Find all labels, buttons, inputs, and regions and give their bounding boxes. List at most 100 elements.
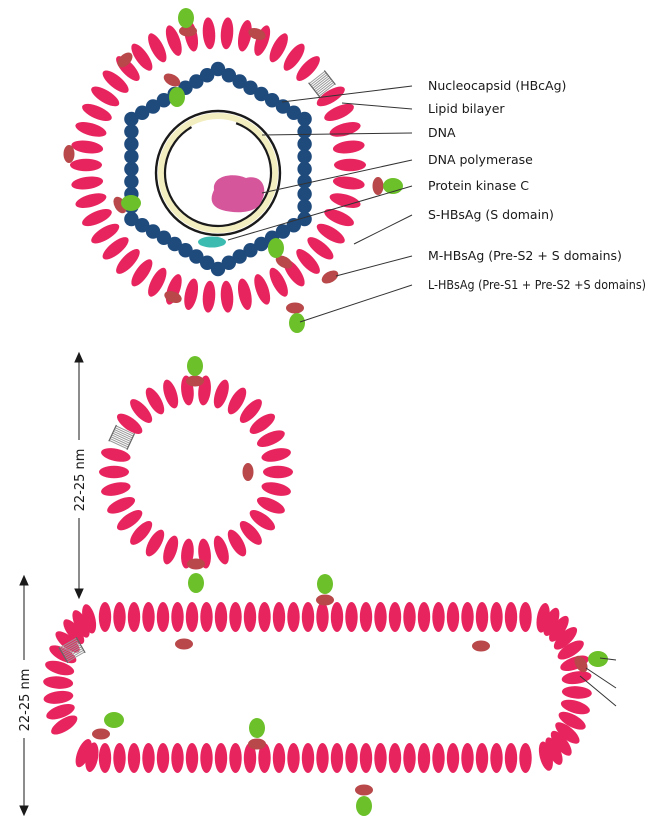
leader-nucleocapsid xyxy=(282,86,412,102)
envelope-protein xyxy=(229,602,241,632)
envelope-protein xyxy=(561,669,592,685)
pre-s1-green xyxy=(169,87,185,107)
envelope-protein xyxy=(200,602,212,632)
envelope-protein xyxy=(490,743,502,773)
envelope-protein xyxy=(418,743,430,773)
envelope-protein xyxy=(328,119,362,140)
envelope-protein xyxy=(447,743,459,773)
label-lipid-bilayer: Lipid bilayer xyxy=(428,101,505,116)
envelope-protein xyxy=(461,743,473,773)
pre-s1-green xyxy=(249,718,265,738)
spherical-particle xyxy=(99,356,293,593)
envelope-protein xyxy=(171,602,183,632)
pre-s1-green xyxy=(289,313,305,333)
lipid-strand xyxy=(110,439,128,447)
virion-dane-particle xyxy=(64,8,404,333)
envelope-protein xyxy=(519,602,531,632)
dna-ring-fill xyxy=(161,116,275,230)
s-hbsag-oval xyxy=(187,559,205,570)
pre-s1-green xyxy=(268,238,284,258)
envelope-protein xyxy=(99,602,111,632)
envelope-protein xyxy=(490,602,502,632)
envelope-protein xyxy=(316,743,328,773)
envelope-protein xyxy=(461,602,473,632)
envelope-protein xyxy=(334,159,366,171)
capsid-subunit xyxy=(297,199,311,213)
label-m-hbsag: M-HBsAg (Pre-S2 + S domains) xyxy=(428,248,622,263)
envelope-protein xyxy=(100,480,132,498)
label-protein-kinase: Protein kinase C xyxy=(428,178,529,193)
envelope-protein xyxy=(345,602,357,632)
envelope-protein xyxy=(128,743,140,773)
envelope-protein xyxy=(43,689,74,705)
envelope-protein xyxy=(331,743,343,773)
lipid-strand xyxy=(113,433,131,441)
envelope-protein xyxy=(200,743,212,773)
envelope-protein xyxy=(302,743,314,773)
envelope-protein xyxy=(171,743,183,773)
lipid-strand xyxy=(310,73,326,85)
envelope-protein xyxy=(316,602,328,632)
envelope-protein xyxy=(403,743,415,773)
s-hbsag-oval xyxy=(373,177,384,195)
filament-dim-arrow-down xyxy=(20,806,28,815)
dna-polymerase-blob xyxy=(212,175,265,212)
envelope-protein xyxy=(142,602,154,632)
envelope-protein xyxy=(331,602,343,632)
envelope-protein xyxy=(389,743,401,773)
capsid-subunit xyxy=(124,162,138,176)
pre-s1-green xyxy=(187,356,203,376)
s-hbsag-oval xyxy=(355,785,373,796)
envelope-protein xyxy=(263,466,293,478)
lipid-strand xyxy=(109,440,127,448)
envelope-protein xyxy=(258,602,270,632)
s-hbsag-oval xyxy=(286,303,304,314)
envelope-protein xyxy=(74,119,108,140)
s-hbsag-oval xyxy=(175,639,193,650)
s-hbsag-oval xyxy=(243,463,254,481)
s-hbsag-oval xyxy=(319,268,340,287)
envelope-protein xyxy=(519,743,531,773)
capsid-subunit xyxy=(124,149,138,163)
envelope-protein xyxy=(260,480,292,498)
envelope-protein xyxy=(182,277,201,311)
envelope-protein xyxy=(476,743,488,773)
envelope-protein xyxy=(332,139,365,156)
envelope-protein xyxy=(332,175,365,192)
lipid-strand xyxy=(312,74,328,86)
envelope-protein xyxy=(142,743,154,773)
envelope-protein xyxy=(360,743,372,773)
sphere-dimension-label: 22-25 nm xyxy=(73,449,88,512)
s-hbsag-oval xyxy=(316,595,334,606)
envelope-protein xyxy=(99,466,129,478)
envelope-protein xyxy=(403,602,415,632)
envelope-protein xyxy=(273,743,285,773)
envelope-protein xyxy=(157,743,169,773)
pre-s1-green xyxy=(121,195,141,211)
s-hbsag-oval xyxy=(472,641,490,652)
envelope-protein xyxy=(113,602,125,632)
lipid-strand xyxy=(313,76,329,88)
label-nucleocapsid: Nucleocapsid (HBcAg) xyxy=(428,78,566,93)
envelope-protein xyxy=(157,602,169,632)
capsid-subunit xyxy=(297,162,311,176)
envelope-protein xyxy=(202,17,217,50)
envelope-protein xyxy=(287,743,299,773)
envelope-protein xyxy=(71,139,104,156)
envelope-protein xyxy=(389,602,401,632)
envelope-protein xyxy=(374,602,386,632)
capsid-subunit xyxy=(124,124,138,138)
s-hbsag-oval xyxy=(92,729,110,740)
filament-dim-arrow-up xyxy=(20,576,28,585)
lipid-strand xyxy=(314,78,330,90)
envelope-protein xyxy=(43,675,74,689)
capsid-subunit xyxy=(124,137,138,151)
envelope-protein xyxy=(71,175,104,192)
pre-s1-green xyxy=(317,574,333,594)
envelope-protein xyxy=(287,602,299,632)
capsid-subunit xyxy=(297,137,311,151)
sphere-dim-arrow-down xyxy=(75,589,83,598)
lipid-strand xyxy=(112,435,130,443)
filament-dimension-label: 22-25 nm xyxy=(18,669,33,732)
